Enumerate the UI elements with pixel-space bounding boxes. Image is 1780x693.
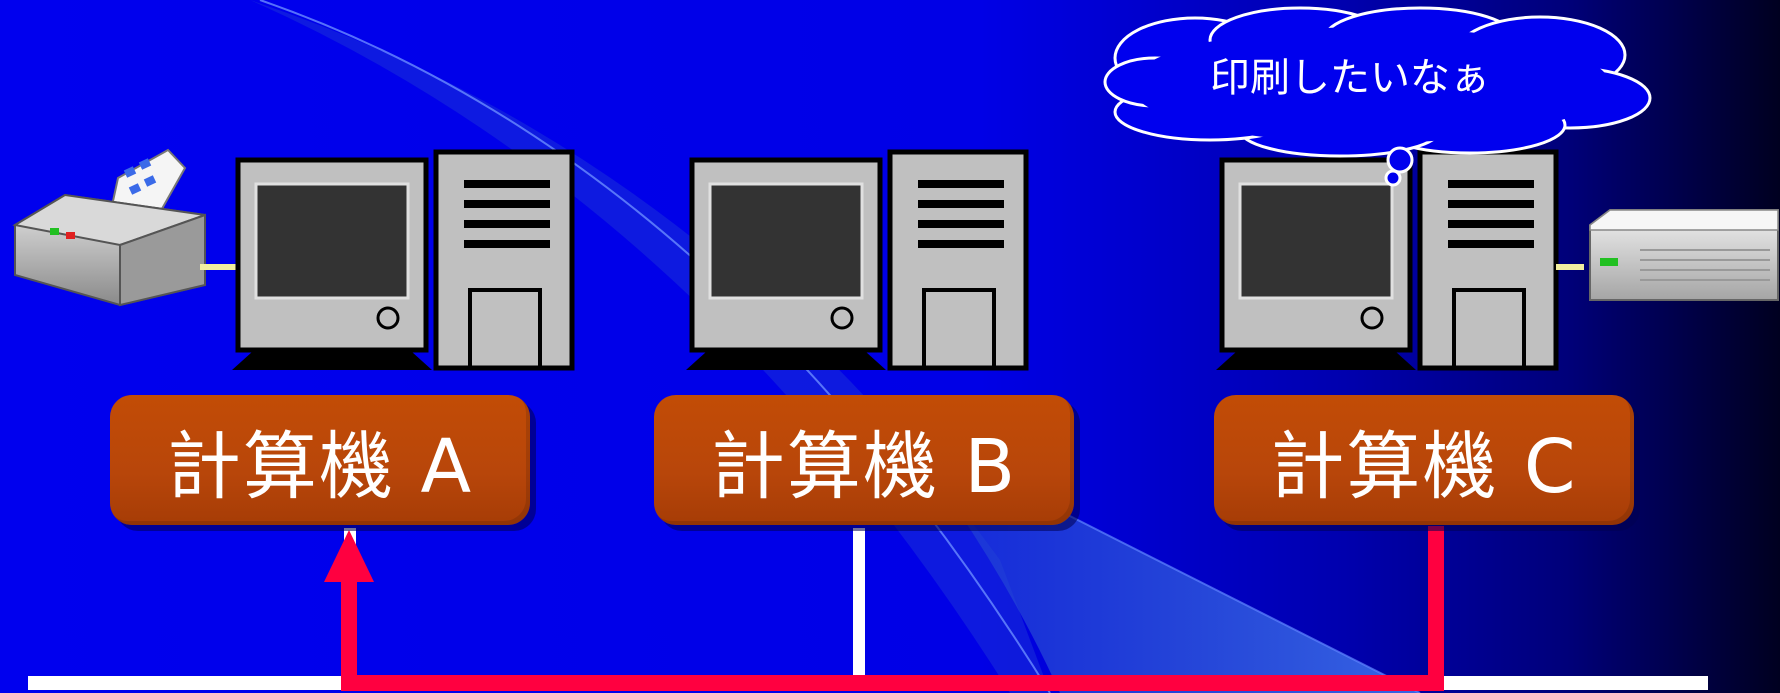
arrow-head-icon (324, 530, 374, 582)
computer-a-label: 計算機 A (110, 395, 530, 525)
modem-cable (1556, 264, 1584, 270)
tower-icon (1417, 149, 1559, 371)
monitor-icon (232, 157, 432, 370)
thought-bubble-text: 印刷したいなぁ (1210, 55, 1490, 101)
monitor-icon (1216, 157, 1416, 370)
monitor-icon (686, 157, 886, 370)
computer-a (12, 148, 575, 371)
computer-b-label: 計算機 B (654, 395, 1074, 525)
drop-line-b (853, 528, 865, 678)
modem-icon (1589, 209, 1779, 301)
computer-b (686, 149, 1029, 371)
tower-icon (433, 149, 575, 371)
computer-c-label: 計算機 C (1214, 395, 1634, 525)
tower-icon (887, 149, 1029, 371)
network-bus (28, 528, 1708, 690)
print-route-arrow (324, 526, 1444, 691)
printer-icon (12, 148, 206, 307)
printer-cable (200, 264, 242, 270)
computer-c (1216, 149, 1779, 371)
thought-cloud-icon (1103, 6, 1652, 187)
